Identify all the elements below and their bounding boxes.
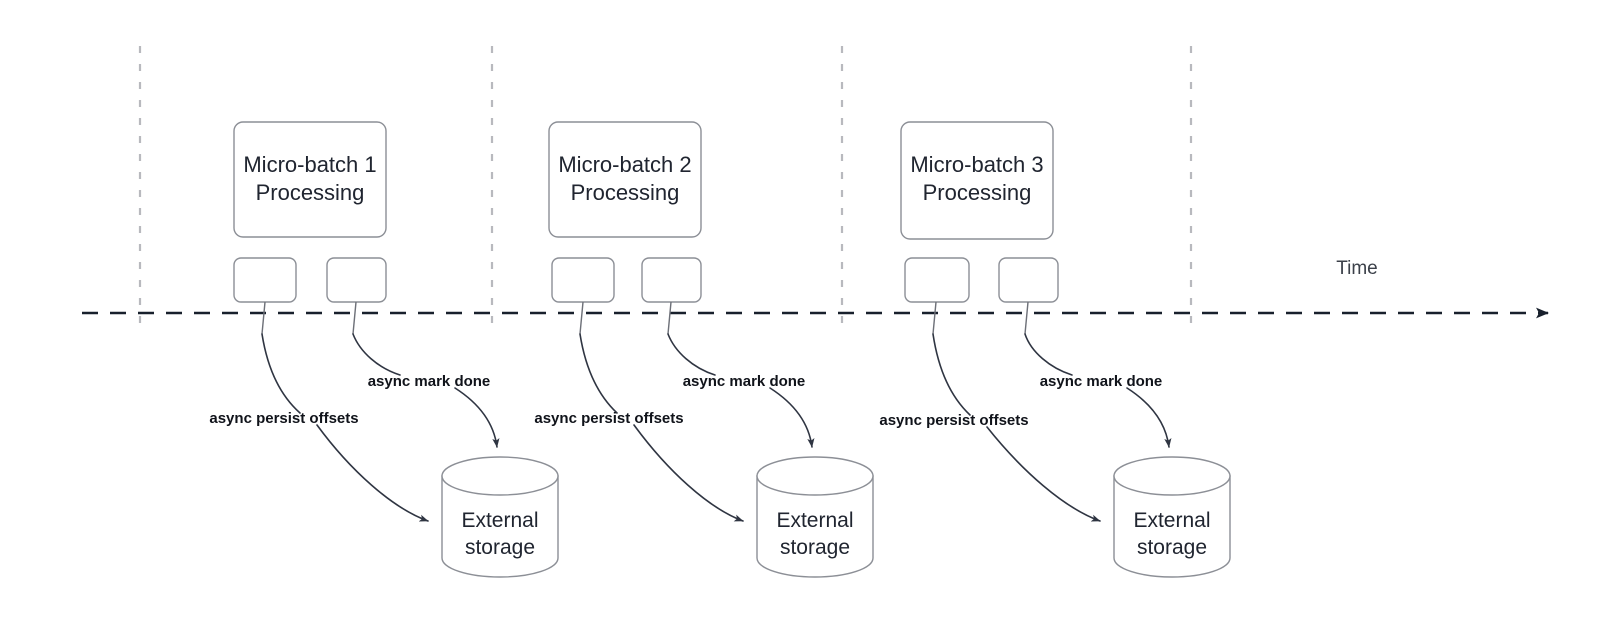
- storage-cylinder-1[interactable]: External storage: [441, 456, 559, 578]
- storage-3-top: [1113, 456, 1231, 496]
- process-box-2[interactable]: [548, 121, 702, 238]
- storage-cylinder-2[interactable]: External storage: [756, 456, 874, 578]
- edge-markdone-2-label: async mark done: [683, 373, 806, 390]
- task-box-2a-stub: [579, 301, 584, 335]
- storage-2-top: [756, 456, 874, 496]
- storage-1-line1: External: [461, 509, 538, 532]
- task-box-2b-stub: [667, 301, 672, 335]
- process-box-1[interactable]: [233, 121, 387, 238]
- edge-markdone-3-upper: [1024, 333, 1073, 376]
- edge-markdone-1-label: async mark done: [368, 373, 491, 390]
- edge-persist-1-lower: [316, 424, 429, 522]
- time-axis: Time: [82, 258, 1549, 319]
- edge-markdone-2-lower: [769, 387, 815, 448]
- edge-persist-1-upper: [261, 333, 301, 414]
- task-box-3b[interactable]: [998, 257, 1059, 303]
- edge-markdone-2-upper: [667, 333, 716, 376]
- edge-persist-2-lower: [633, 424, 744, 522]
- process-box-3[interactable]: [900, 121, 1054, 240]
- edge-persist-2-upper: [579, 333, 618, 414]
- timeline-boundary-ticks: [138, 46, 1193, 334]
- storage-2-line1: External: [776, 509, 853, 532]
- storage-3-line1: External: [1133, 509, 1210, 532]
- edge-markdone-3-lower: [1126, 387, 1172, 448]
- process-box-3-line2: Processing: [923, 180, 1032, 205]
- process-box-1-line1: Micro-batch 1: [243, 152, 376, 177]
- storage-2-line2: storage: [780, 536, 850, 559]
- process-box-3-line1: Micro-batch 3: [910, 152, 1043, 177]
- task-box-3a[interactable]: [904, 257, 970, 303]
- edge-persist-1-label: async persist offsets: [209, 410, 358, 427]
- task-box-1a[interactable]: [233, 257, 297, 303]
- edge-markdone-1-lower: [454, 387, 500, 448]
- task-box-1a-stub: [261, 301, 266, 335]
- task-box-3a-stub: [932, 301, 937, 335]
- storage-cylinder-3[interactable]: External storage: [1113, 456, 1231, 578]
- storage-1-line2: storage: [465, 536, 535, 559]
- task-box-2b[interactable]: [641, 257, 702, 303]
- process-box-1-line2: Processing: [256, 180, 365, 205]
- task-box-1b-stub: [352, 301, 357, 335]
- process-box-2-line1: Micro-batch 2: [558, 152, 691, 177]
- edge-persist-3-lower: [986, 426, 1101, 522]
- edge-persist-3-upper: [932, 333, 971, 416]
- edge-markdone-3-label: async mark done: [1040, 373, 1163, 390]
- edge-persist-3-label: async persist offsets: [879, 412, 1028, 429]
- storage-2-body: [756, 475, 874, 578]
- group-1: Micro-batch 1 Processing External storag…: [209, 121, 559, 578]
- process-box-2-line2: Processing: [571, 180, 680, 205]
- group-2: Micro-batch 2 Processing External storag…: [534, 121, 874, 578]
- storage-1-top: [441, 456, 559, 496]
- storage-1-body: [441, 475, 559, 578]
- task-box-3b-stub: [1024, 301, 1029, 335]
- group-3: Micro-batch 3 Processing External storag…: [879, 121, 1231, 578]
- task-box-1b[interactable]: [326, 257, 387, 303]
- storage-3-line2: storage: [1137, 536, 1207, 559]
- storage-3-body: [1113, 475, 1231, 578]
- edge-markdone-1-upper: [352, 333, 401, 376]
- edge-persist-2-label: async persist offsets: [534, 410, 683, 427]
- task-box-2a[interactable]: [551, 257, 615, 303]
- time-axis-label: Time: [1336, 258, 1378, 279]
